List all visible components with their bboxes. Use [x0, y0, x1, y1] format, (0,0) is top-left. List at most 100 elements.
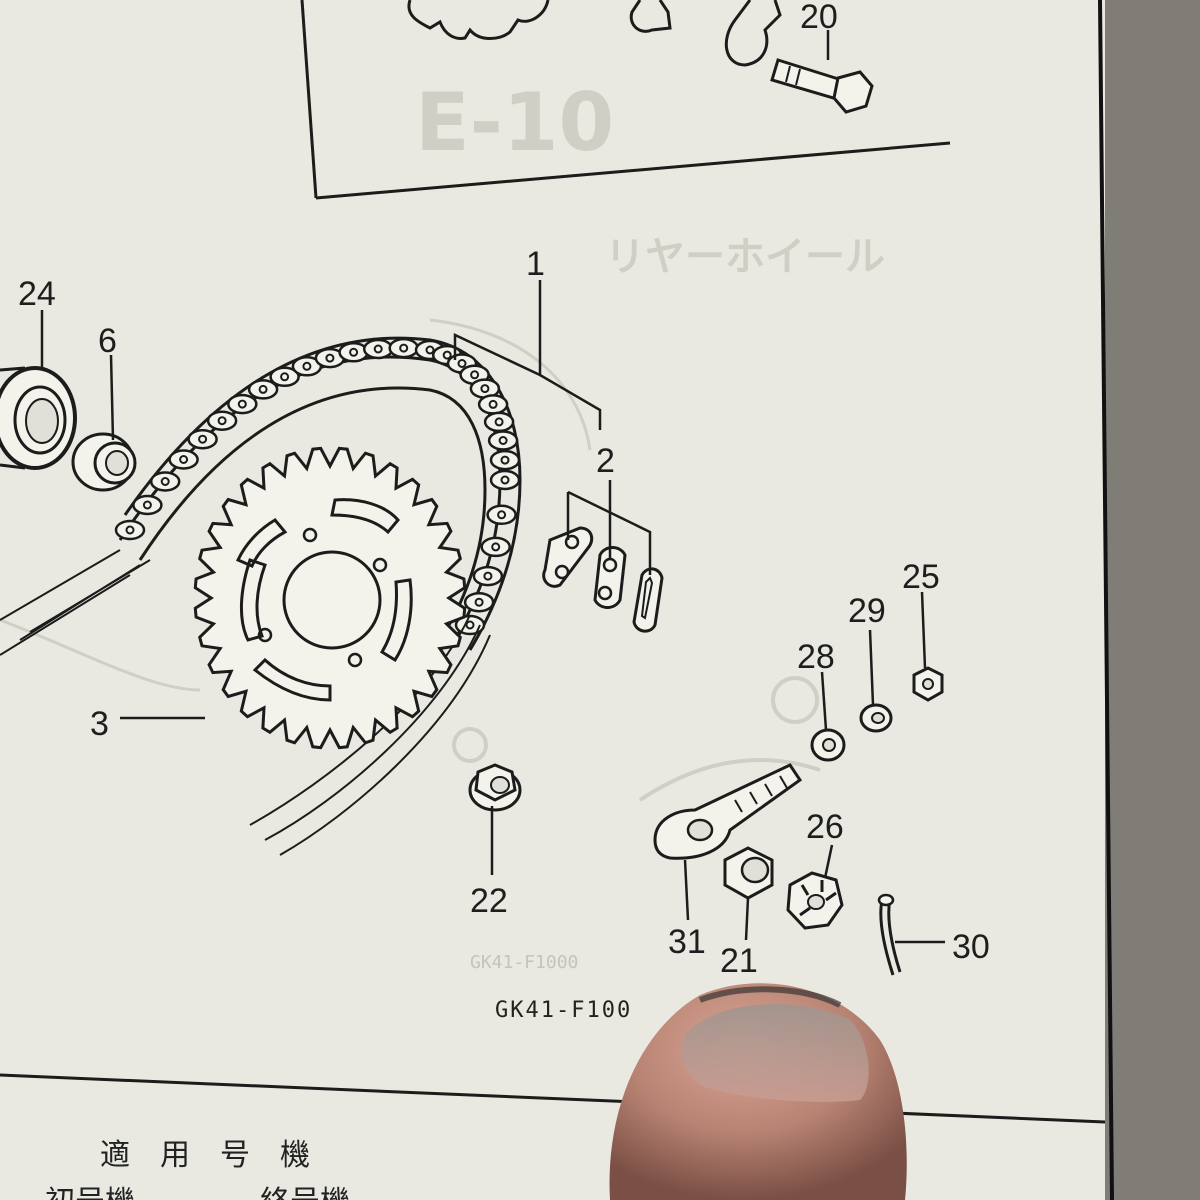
- rear-sprocket: [193, 446, 467, 750]
- chain-pin: [325, 353, 335, 363]
- chain-pin: [470, 370, 480, 380]
- chain-link-plate: [114, 519, 146, 541]
- chain-link-plate: [483, 411, 515, 433]
- chain-pin: [494, 417, 504, 427]
- spring-washer-29: [859, 703, 893, 733]
- chain-pin: [491, 542, 501, 552]
- inset-sprocket-fragment: [407, 0, 550, 40]
- self-lock-nut-21: [723, 846, 774, 900]
- callout-numbers: 20 24 6 1 2 3 25 29 28 26 22 31 21 30: [18, 0, 990, 980]
- page-border-right: [1098, 0, 1114, 1200]
- callout-30: 30: [952, 928, 990, 966]
- chain-pin: [142, 500, 152, 510]
- chain-pin: [488, 399, 498, 409]
- chain-pin: [373, 344, 383, 354]
- callout-6: 6: [98, 322, 117, 360]
- sprocket-lightening-slot: [330, 498, 400, 535]
- chain-pin: [474, 597, 484, 607]
- figure-code: GK41-F100: [495, 998, 632, 1023]
- callout-24: 24: [18, 275, 56, 313]
- chain-link-plate: [132, 494, 163, 516]
- oil-seal: [0, 366, 77, 470]
- chain-link-plate: [477, 394, 509, 415]
- sprocket-lightening-slot: [252, 657, 332, 702]
- sprocket-lightening-slot: [235, 518, 288, 568]
- chain-pin: [498, 436, 508, 445]
- callout-1: 1: [526, 245, 545, 283]
- chain-link-plate: [338, 342, 369, 363]
- applicable-unit-heading: 適用号機: [100, 1138, 340, 1173]
- show-through-layer: E-10 リヤーホイール GK41-F1000: [0, 76, 885, 973]
- inset-bracket-small: [629, 0, 672, 33]
- chain-pin: [160, 477, 170, 486]
- chain-pin: [217, 416, 227, 426]
- callout-22: 22: [470, 882, 508, 920]
- ghost-code: GK41-F1000: [470, 952, 578, 973]
- chain-pin: [125, 525, 135, 535]
- chain-link-plate: [486, 504, 517, 526]
- chain-link-plate: [269, 366, 300, 388]
- chain-link-plate: [489, 469, 521, 491]
- applicability-table: 適用号機 初号機 終号機: [0, 1073, 1106, 1200]
- chain-pin: [399, 343, 409, 353]
- chain-pin: [198, 434, 208, 444]
- chain-link-plate: [168, 449, 199, 470]
- chain-link-plate: [227, 393, 258, 415]
- drive-chain: [0, 336, 522, 856]
- first-unit-label: 初号機: [45, 1185, 135, 1200]
- callout-2: 2: [596, 442, 615, 480]
- chain-link-plate: [149, 471, 181, 492]
- chain-pin: [302, 361, 312, 371]
- callout-26: 26: [806, 808, 844, 846]
- chain-pin: [258, 384, 268, 394]
- callout-25: 25: [902, 558, 940, 596]
- leader-lines: [40, 30, 945, 944]
- chain-pin: [465, 620, 475, 630]
- stopper-arm-bolt-31: [653, 763, 803, 860]
- chain-pin: [349, 347, 359, 357]
- chain-link-plate: [489, 449, 521, 471]
- chain-link-plate: [480, 536, 511, 558]
- chain-links: [114, 337, 521, 636]
- inset-bracket-large: [724, 0, 782, 67]
- chain-pin: [442, 350, 452, 360]
- chain-link-plate: [388, 337, 419, 359]
- chain-pin: [179, 455, 189, 464]
- thumb: [609, 983, 907, 1200]
- inset-frame: [300, 0, 951, 200]
- callout-31: 31: [668, 923, 706, 961]
- chain-link-plate: [487, 430, 519, 451]
- chain-pin: [497, 510, 507, 520]
- chain-pin: [480, 384, 490, 394]
- wheel-collar: [71, 432, 137, 492]
- callout-29: 29: [848, 592, 886, 630]
- ghost-katakana: リヤーホイール: [605, 234, 885, 280]
- chain-pin: [500, 455, 510, 465]
- chain-pin: [280, 372, 290, 382]
- chain-pin: [483, 571, 493, 581]
- sprocket-lightening-slot: [379, 578, 413, 663]
- callout-3: 3: [90, 705, 109, 743]
- chain-pin: [237, 399, 247, 409]
- callout-28: 28: [797, 638, 835, 676]
- chain-pin: [500, 475, 510, 485]
- inset-bolt: [770, 58, 874, 114]
- hex-nut-25: [912, 666, 944, 702]
- flange-nut: [468, 763, 522, 812]
- chain-pin: [425, 345, 435, 355]
- chain-link-plate: [247, 379, 279, 400]
- chain-link-plate: [463, 591, 495, 613]
- chain-link-plate: [206, 410, 238, 431]
- ghost-box-label: E-10: [415, 76, 614, 169]
- cotter-pin-30: [877, 893, 902, 976]
- master-link-set: [542, 526, 664, 633]
- page-binding-shadow: [1105, 0, 1200, 1200]
- chain-link-plate: [362, 338, 394, 360]
- chain-link-plate: [472, 565, 504, 587]
- plain-washer-28: [810, 728, 846, 762]
- sprocket-lightening-slot: [240, 558, 267, 642]
- chain-link-plate: [187, 428, 218, 450]
- callout-21: 21: [720, 942, 758, 980]
- last-unit-label: 終号機: [260, 1185, 350, 1200]
